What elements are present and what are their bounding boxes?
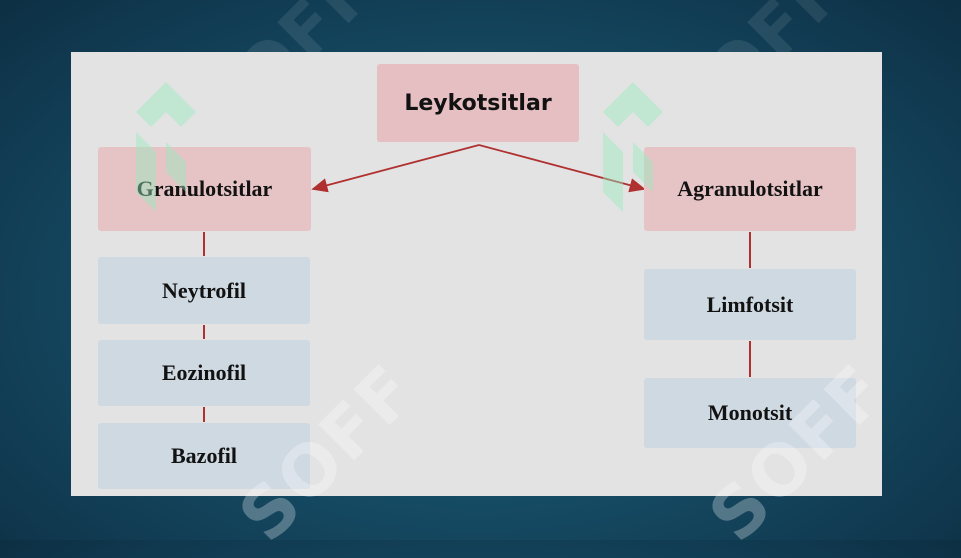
arrow-to-granulotsitlar xyxy=(311,144,480,193)
node-granulotsitlar: Granulotsitlar xyxy=(98,147,311,231)
node-neytrofil: Neytrofil xyxy=(98,257,310,324)
connector-lines xyxy=(203,144,751,422)
diagram-panel: Leykotsitlar Granulotsitlar Agranulotsit… xyxy=(71,52,902,557)
node-eozinofil: Eozinofil xyxy=(98,340,310,406)
node-limfotsit: Limfotsit xyxy=(644,269,856,340)
root-node-leykotsitlar: Leykotsitlar xyxy=(377,64,579,142)
arrow-to-agranulotsitlar xyxy=(478,144,646,193)
node-bazofil: Bazofil xyxy=(98,423,310,489)
node-agranulotsitlar: Agranulotsitlar xyxy=(644,147,856,231)
node-monotsit: Monotsit xyxy=(644,378,856,448)
